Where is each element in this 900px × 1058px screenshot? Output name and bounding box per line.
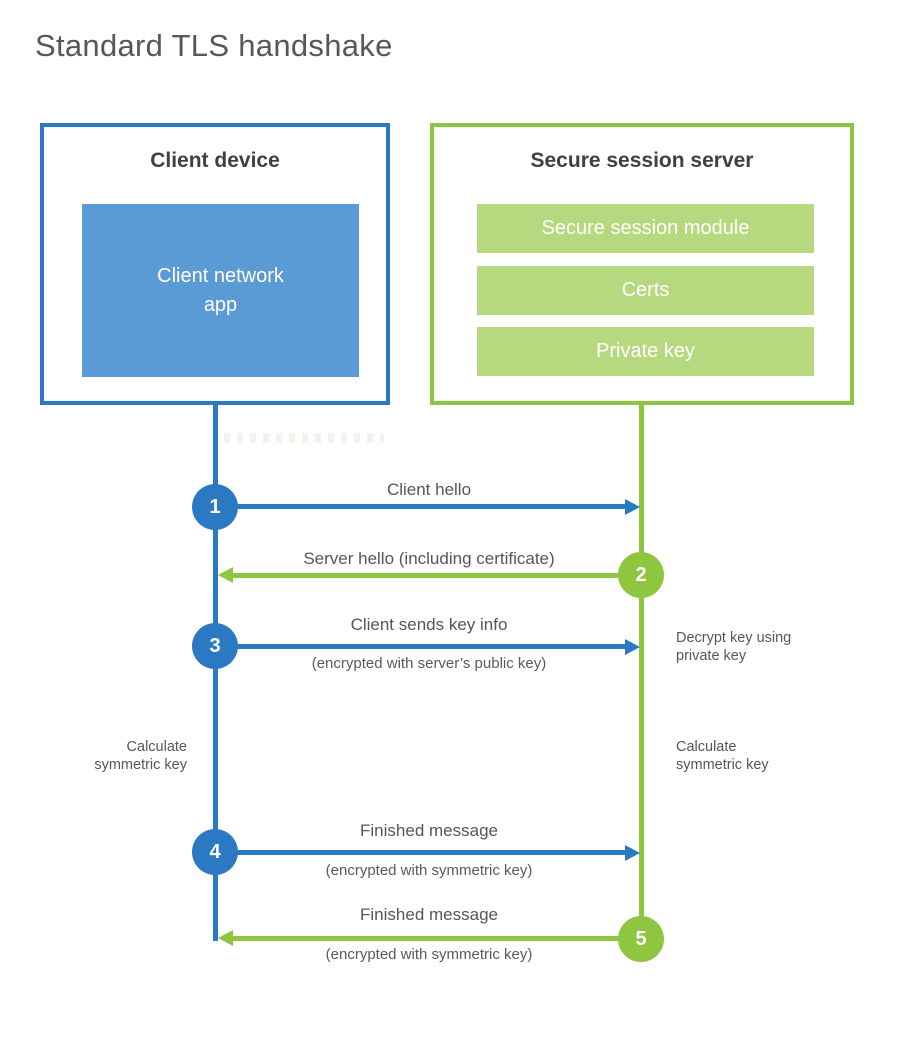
client-lifeline	[213, 405, 218, 941]
page-title: Standard TLS handshake	[35, 28, 393, 63]
step-4-badge: 4	[192, 829, 238, 875]
step-5-sublabel: (encrypted with symmetric key)	[325, 946, 533, 963]
step-1-arrow-line	[235, 504, 627, 509]
decrypt-key-note: Decrypt key using private key	[676, 630, 792, 664]
calc-symmetric-key-note-client: Calculate symmetric key	[94, 739, 187, 773]
step-4-arrow-line	[235, 850, 627, 855]
server-module-secure-session: Secure session module	[477, 204, 814, 253]
step-5-badge: 5	[618, 916, 664, 962]
step-3-badge: 3	[192, 623, 238, 669]
step-4-label: Finished message	[360, 821, 498, 840]
step-5-label: Finished message	[360, 905, 498, 924]
step-2-label: Server hello (including certificate)	[303, 549, 555, 568]
client-device-box: Client device Client network app	[40, 123, 390, 405]
step-1-label: Client hello	[386, 480, 472, 499]
step-1-arrowhead-right-icon	[625, 499, 640, 515]
client-device-title: Client device	[150, 149, 280, 172]
step-3-sublabel: (encrypted with server’s public key)	[311, 655, 547, 672]
step-3-label: Client sends key info	[350, 615, 508, 634]
secure-session-server-title: Secure session server	[530, 149, 754, 172]
faint-dashed-artifact	[224, 433, 384, 443]
server-lifeline	[639, 405, 644, 939]
step-5-arrow-line	[230, 936, 622, 941]
step-2-badge: 2	[618, 552, 664, 598]
step-4-sublabel: (encrypted with symmetric key)	[325, 862, 533, 879]
step-1-badge: 1	[192, 484, 238, 530]
server-module-private-key: Private key	[477, 327, 814, 376]
calc-symmetric-key-note-server: Calculate symmetric key	[676, 739, 769, 773]
server-module-certs: Certs	[477, 266, 814, 315]
step-2-arrowhead-left-icon	[218, 567, 233, 583]
step-5-arrowhead-left-icon	[218, 930, 233, 946]
step-4-arrowhead-right-icon	[625, 845, 640, 861]
step-2-arrow-line	[230, 573, 622, 578]
step-3-arrow-line	[235, 644, 627, 649]
secure-session-server-box: Secure session server Secure session mod…	[430, 123, 854, 405]
client-network-app-box: Client network app	[82, 204, 359, 377]
step-3-arrowhead-right-icon	[625, 639, 640, 655]
